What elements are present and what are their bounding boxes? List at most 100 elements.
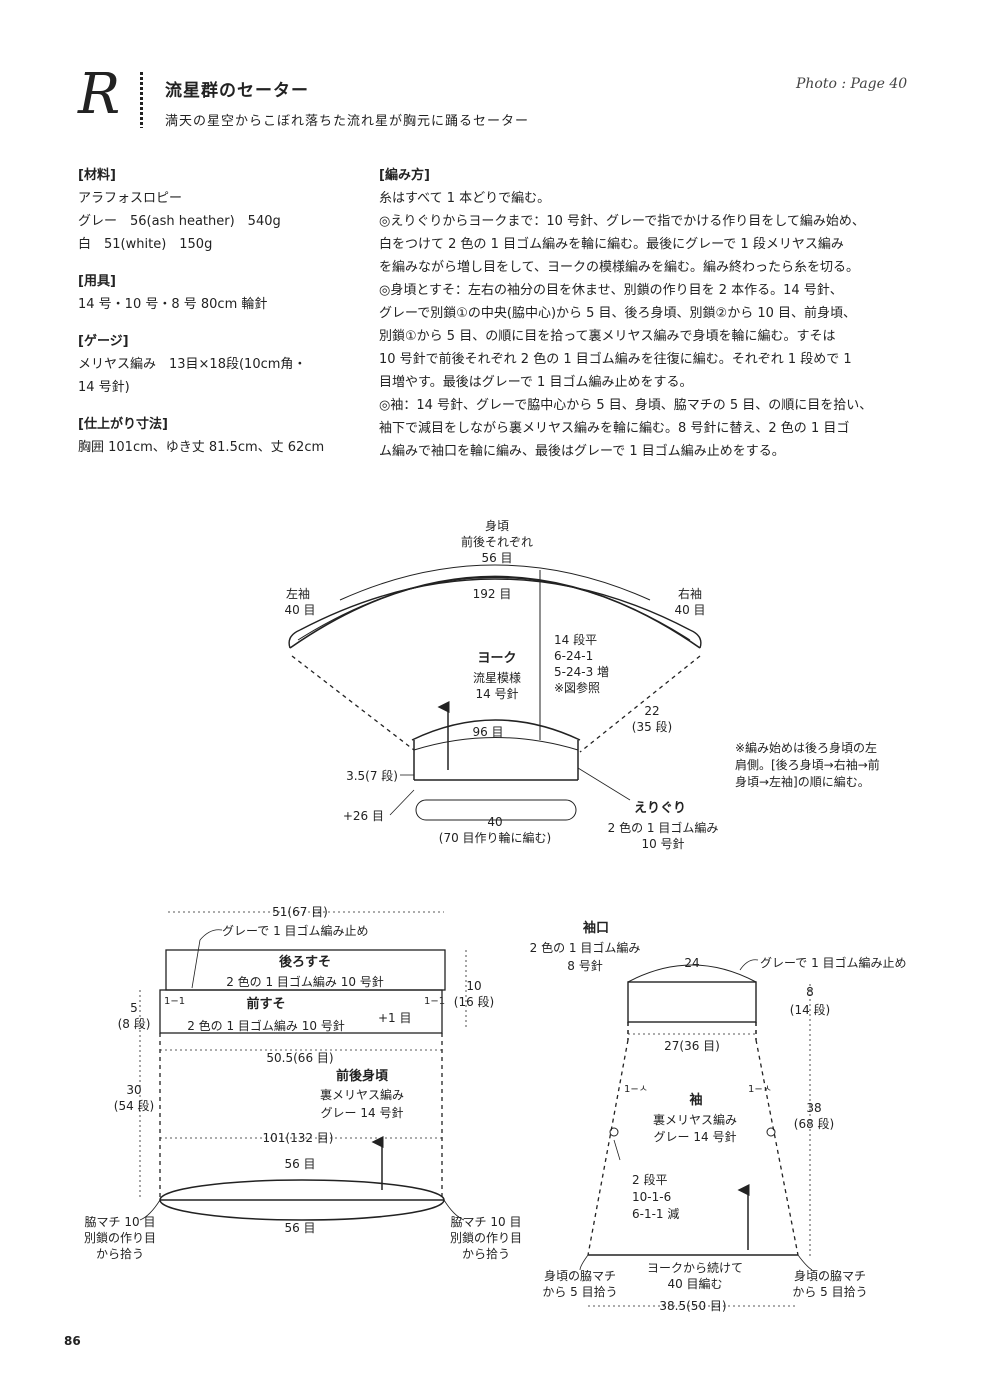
size-heading: [仕上がり寸法]: [78, 417, 168, 432]
back-hem-info: 2 色の 1 目ゴム編み 10 号針: [226, 974, 384, 989]
cuff-height: 8: [806, 985, 814, 999]
cuff-width: 24: [684, 956, 699, 970]
page-subtitle: 満天の星空からこぼれ落ちた流れ星が胸元に踊るセーター: [165, 114, 530, 129]
neck-plus: +26 目: [343, 809, 384, 823]
page-number: 86: [64, 1334, 81, 1348]
page-title: 流星群のセーター: [165, 81, 309, 101]
method-column: [編み方] 糸はすべて 1 本どりで編む。 ◎えりぐりからヨークまで：10 号針…: [379, 164, 909, 463]
right-sleeve-label: 40 目: [674, 603, 705, 617]
yoke-diagram: [288, 564, 702, 821]
yoke-pattern: 流星模様: [473, 671, 521, 685]
yoke-increase: 5-24-3 増: [554, 665, 609, 679]
yoke-pattern: 14 号針: [475, 686, 518, 701]
body-info: 裏メリヤス編み: [320, 1087, 404, 1102]
yoke-body-label: 身頃: [485, 518, 509, 533]
method-line: グレーで別鎖①の中央(脇中心)から 5 目、後ろ身頃、別鎖②から 10 目、前身…: [379, 306, 857, 321]
tools-line: 14 号・10 号・8 号 80cm 輪針: [78, 297, 268, 312]
photo-reference: Photo : Page 40: [796, 76, 908, 92]
body-diagram: [139, 911, 467, 1221]
yoke-body-label: 56 目: [481, 551, 512, 565]
specs-column: [材料] アラフォスロピー グレー 56(ash heather) 540g 白…: [78, 164, 358, 459]
cuff-info: 2 色の 1 目ゴム編み: [530, 940, 641, 955]
gauge-line: 14 号針): [78, 380, 130, 395]
back-height: (16 段): [454, 994, 494, 1009]
plus-one: +1 目: [378, 1011, 412, 1025]
body-arc: [339, 564, 651, 601]
size-line: 胸囲 101cm、ゆき丈 81.5cm、丈 62cm: [78, 440, 325, 455]
materials-line: グレー 56(ash heather) 540g: [78, 214, 281, 229]
cuff-bind-off: グレーで 1 目ゴム編み止め: [760, 955, 907, 970]
cuff-info: 8 号針: [567, 958, 602, 973]
body-labels: 51(67 目) グレーで 1 目ゴム編み止め 後ろすそ 2 色の 1 目ゴム編…: [84, 905, 522, 1261]
materials-line: 白 51(white) 150g: [78, 237, 213, 252]
pick-up-left: から 5 目拾う: [542, 1284, 617, 1299]
yoke-note: 身頃→左袖]の順に編む。: [735, 774, 870, 789]
gusset-left: 別鎖の作り目: [84, 1230, 156, 1245]
sleeve-decrease: 6-1-1 減: [632, 1206, 679, 1221]
yoke-labels: 身頃 前後それぞれ 56 目 左袖 40 目 右袖 40 目 192 目 ヨーク…: [284, 518, 879, 851]
pick-up-left: 身頃の脇マチ: [544, 1268, 616, 1283]
yoke-side-length: (35 段): [632, 719, 672, 734]
neck-info: 2 色の 1 目ゴム編み: [608, 820, 719, 835]
pattern-letter: R: [78, 62, 121, 127]
header-divider: [140, 72, 143, 128]
front-height: 5: [130, 1001, 138, 1015]
tools-heading: [用具]: [78, 274, 116, 289]
body-top-width: 51(67 目): [272, 905, 328, 919]
front-hem-title: 前すそ: [246, 996, 285, 1012]
yoke-increase: ※図参照: [554, 680, 600, 695]
sleeve-height: (68 段): [794, 1116, 834, 1131]
back-height: 10: [466, 979, 481, 993]
left-sleeve-end: [288, 629, 301, 649]
neck-width: 40: [487, 815, 502, 829]
sleeve-top-width: 27(36 目): [664, 1039, 720, 1053]
front-hem: [159, 989, 443, 1034]
neck-info: 10 号針: [641, 836, 684, 851]
sleeve-info: グレー 14 号針: [654, 1129, 737, 1144]
sleeve-bottom-width: 38.5(50 目): [659, 1299, 726, 1313]
front-hem-info: 2 色の 1 目ゴム編み 10 号針: [187, 1018, 345, 1033]
body-bind-off: グレーで 1 目ゴム編み止め: [222, 923, 369, 938]
gusset-right: から拾う: [462, 1246, 510, 1261]
continue-yoke: 40 目編む: [667, 1276, 722, 1291]
left-sleeve-label: 左袖: [286, 586, 310, 601]
hem-width: 50.5(66 目): [266, 1051, 333, 1065]
sleeve-title: 袖: [689, 1092, 702, 1108]
sleeve-info: 裏メリヤス編み: [653, 1112, 737, 1127]
yoke-outer-edge-2: [297, 577, 691, 641]
gusset-right: 別鎖の作り目: [450, 1230, 522, 1245]
front-height: (8 段): [118, 1016, 151, 1031]
yoke-inner-count: 96 目: [472, 725, 503, 739]
left-sleeve-label: 40 目: [284, 603, 315, 617]
sleeve-decrease: 10-1-6: [632, 1190, 671, 1204]
method-line: 白をつけて 2 色の 1 目ゴム編みを輪に編む。最後にグレーで 1 段メリヤス編…: [379, 237, 844, 252]
method-line: 目増やす。最後はグレーで 1 目ゴム編み止めをする。: [379, 375, 693, 390]
neck-cast-on: [415, 799, 577, 821]
yoke-side-length: 22: [644, 704, 659, 718]
method-line: ◎えりぐりからヨークまで：10 号針、グレーで指でかける作り目をして編み始め、: [379, 214, 865, 229]
pick-up-right: から 5 目拾う: [792, 1284, 867, 1299]
yoke-outer-edge-3: [299, 578, 691, 631]
dec-mark-right: 1−ㅅ: [748, 1084, 772, 1095]
chest-width: 101(132 目): [263, 1131, 334, 1145]
method-line: 10 号針で前後それぞれ 2 色の 1 目ゴム編みを往復に編む。それぞれ 1 段…: [379, 352, 852, 367]
method-line: ム編みで袖口を輪に編み、最後はグレーで 1 目ゴム編み止めをする。: [379, 444, 785, 459]
yoke-increase: 14 段平: [554, 632, 597, 647]
yoke-body-label: 前後それぞれ: [461, 534, 533, 549]
gusset-right: 脇マチ 10 目: [451, 1215, 522, 1229]
rib-mark-left: 1−1: [164, 996, 185, 1007]
yoke-note: ※編み始めは後ろ身頃の左: [735, 740, 877, 755]
neck-title: えりぐり: [634, 801, 686, 816]
sleeve-labels: 袖口 2 色の 1 目ゴム編み 8 号針 24 グレーで 1 目ゴム編み止め 8…: [530, 920, 907, 1313]
yoke-right-side: [579, 655, 701, 753]
yoke-top-count: 192 目: [473, 587, 512, 601]
sleeve-diagram: [579, 959, 813, 1307]
method-heading: [編み方]: [379, 168, 430, 183]
pick-up-right: 身頃の脇マチ: [794, 1268, 866, 1283]
method-line: 袖下で減目をしながら裏メリヤス編みを輪に編む。8 号針に替え、2 色の 1 目ゴ: [379, 421, 850, 436]
method-line: 別鎖①から 5 目、の順に目を拾って裏メリヤス編みで身頃を輪に編む。すそは: [379, 329, 836, 344]
gusset-left: 脇マチ 10 目: [85, 1215, 156, 1229]
neck-height: 3.5(7 段): [346, 768, 398, 783]
cuff: [627, 981, 757, 1023]
